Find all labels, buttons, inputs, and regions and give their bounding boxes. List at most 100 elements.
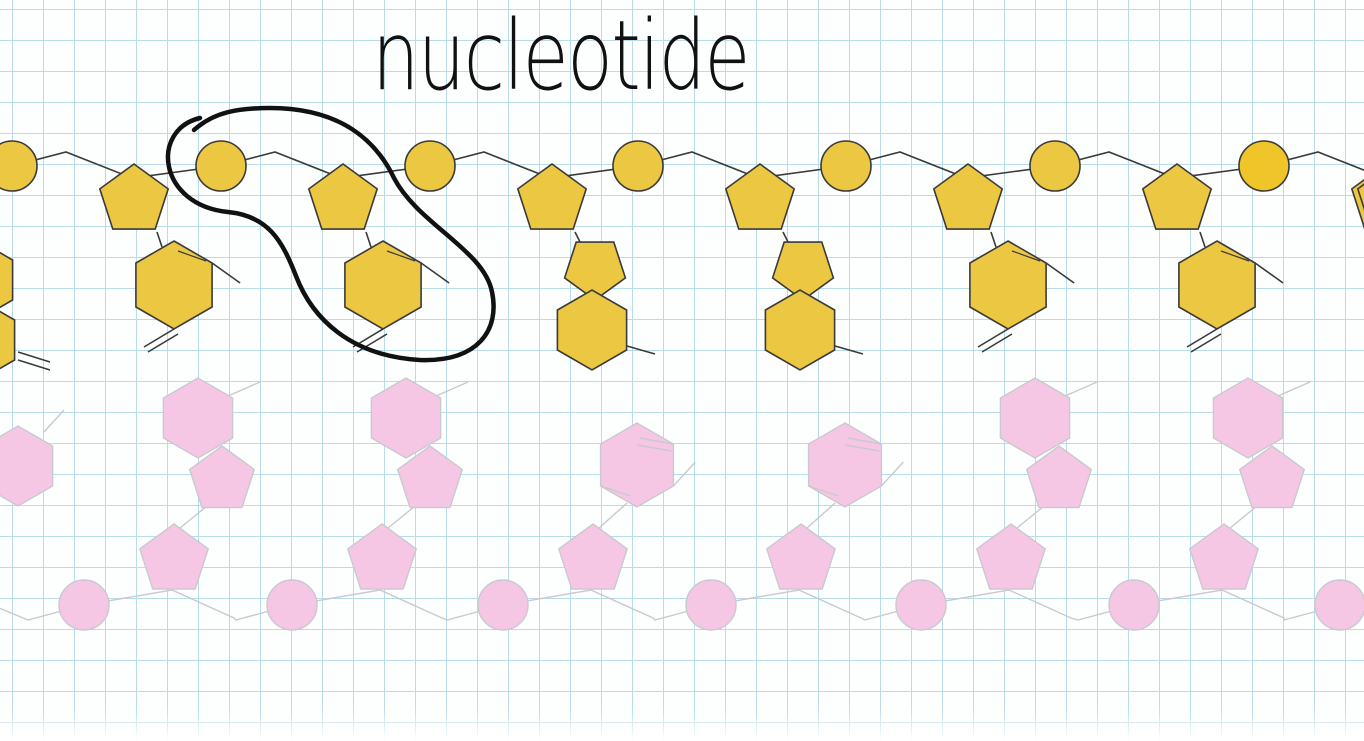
phosphate-circle [404,140,456,192]
carbonyl-bond [17,351,51,363]
carbonyl-bond [147,333,179,353]
pyrimidine-hexagon [344,240,422,330]
methyl-bond [420,262,450,284]
purine-pentagon [563,241,627,301]
carbonyl-bond [672,461,696,487]
double-bond-inner [177,250,207,262]
sugar-pentagon [138,523,210,590]
purine-pentagon [1025,445,1093,509]
nucleotide-top [404,140,656,371]
sugar-pentagon [975,523,1047,590]
purine-pentagon [188,445,256,509]
substituent-bond [1064,381,1098,397]
sugar-pentagon [932,163,1004,230]
phosphate-circle [1314,579,1364,631]
pyrimidine-hexagon [0,251,14,309]
pyrimidine-hexagon [969,240,1047,330]
carbonyl-bond [637,444,672,452]
bottom-strand [0,377,1364,631]
purine-hexagon [999,377,1071,459]
sugar-pentagon [765,523,837,590]
double-bond-inner [386,250,416,262]
carbonyl-bond [1186,328,1218,348]
top-backbone [0,151,1364,179]
substituent-bond [435,381,469,397]
carbonyl-bond [977,328,1009,348]
purine-hexagon [162,377,234,459]
glycosidic-bond [365,231,372,248]
sugar-pentagon [724,163,796,230]
phosphate-circle [1029,140,1081,192]
purine-pentagon [396,445,464,509]
carbonyl-bond [143,328,175,348]
nucleotide-top [1238,140,1364,230]
pyrimidine-hexagon [135,240,213,330]
phosphate-circle [58,579,110,631]
phosphate-circle [820,140,872,192]
pyrimidine-hexagon [1178,240,1256,330]
phosphate-circle [1238,140,1290,192]
nucleotide-bottom [58,377,261,631]
glycosidic-bond [598,502,628,529]
carbonyl-bond [1190,333,1222,353]
carbonyl-bond [17,359,51,371]
sugar-pentagon [516,163,588,230]
substituent-bond [626,345,656,355]
phosphate-circle [195,140,247,192]
nucleotide-bottom [1314,579,1364,631]
pyrimidine-hexagon [0,425,54,507]
phosphate-circle [895,579,947,631]
double-bond-inner [1011,250,1041,262]
purine-pentagon [771,241,835,301]
methyl-bond [600,485,631,497]
nucleotide-top [0,140,241,353]
carbonyl-bond [880,461,904,487]
purine-hexagon [764,289,836,371]
sugar-pentagon [1188,523,1260,590]
nucleotide-bottom [685,422,904,631]
sugar-pentagon [557,523,629,590]
nucleotide-bottom [895,377,1098,631]
carbonyl-bond [639,437,674,445]
phosphate-circle [266,579,318,631]
phosphate-circle [685,579,737,631]
purine-hexagon [1212,377,1284,459]
phosphate-circle [0,140,38,192]
double-bond-inner [1220,250,1250,262]
nucleotide-bottom [477,422,696,631]
nucleotide-top [195,140,450,353]
sugar-pentagon [98,163,170,230]
glycosidic-bond [806,502,836,529]
sugar-pentagon [346,523,418,590]
glycosidic-bond [156,231,163,248]
carbonyl-bond [847,437,882,445]
pyrimidine-hexagon [599,422,675,508]
nucleotide-bottom-edge [0,409,65,507]
substituent-bond [1277,381,1311,397]
methyl-bond [1254,262,1284,284]
purine-hexagon [370,377,442,459]
carbonyl-bond [43,409,65,433]
glycosidic-bond [990,231,997,248]
nucleotide-label: nucleotide [372,0,750,112]
substituent-bond [227,381,261,397]
purine-pentagon [1238,445,1306,509]
glycosidic-bond [1199,231,1206,248]
carbonyl-bond [845,444,880,452]
phosphate-circle [477,579,529,631]
carbonyl-bond [981,333,1013,353]
nucleotide-top [612,140,864,371]
phosphate-circle [1108,579,1160,631]
pyrimidine-hexagon [807,422,883,508]
nucleotide-top [820,140,1075,353]
nucleotide-outline [165,105,496,363]
bottom-fade [0,707,1364,741]
methyl-bond [1045,262,1075,284]
sugar-pentagon [1141,163,1213,230]
nucleotide-bottom [266,377,469,631]
methyl-bond [211,262,241,284]
sugar-pentagon [307,163,379,230]
top-strand [0,140,1364,371]
